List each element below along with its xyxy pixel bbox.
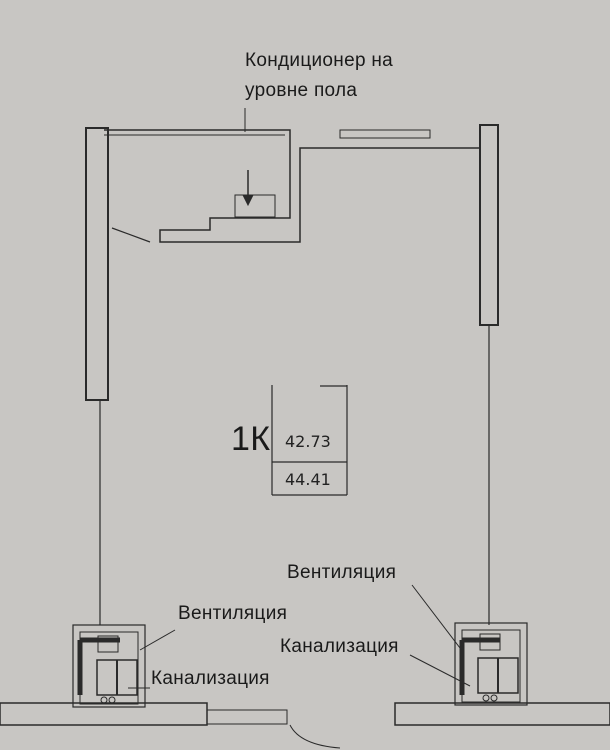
ventilation-label-right: Вентиляция [287,562,397,583]
ac-label-line1: Кондиционер на [245,50,394,71]
entrance-threshold [206,709,288,725]
right-wall-pillar [479,124,499,326]
left-wall-pillar [85,127,109,401]
total-area: 44.41 [285,470,331,489]
apartment-type: 1К [231,420,271,458]
window-right [339,129,431,139]
ac-label-line2: уровне пола [245,80,358,101]
bottom-wall-right [394,702,610,726]
sewer-label-right: Канализация [280,636,399,657]
door-swing [111,227,151,243]
entrance-door-swing [289,724,341,749]
arrow-head-icon [242,194,254,207]
balcony-outline [104,129,480,243]
ventilation-label-left: Вентиляция [178,603,288,624]
sewer-label-left: Канализация [151,668,270,689]
right-shaft-block [409,584,528,706]
bottom-wall-left [0,702,208,726]
ac-unit [234,194,276,218]
left-shaft-block [72,624,176,708]
living-area: 42.73 [285,432,331,451]
